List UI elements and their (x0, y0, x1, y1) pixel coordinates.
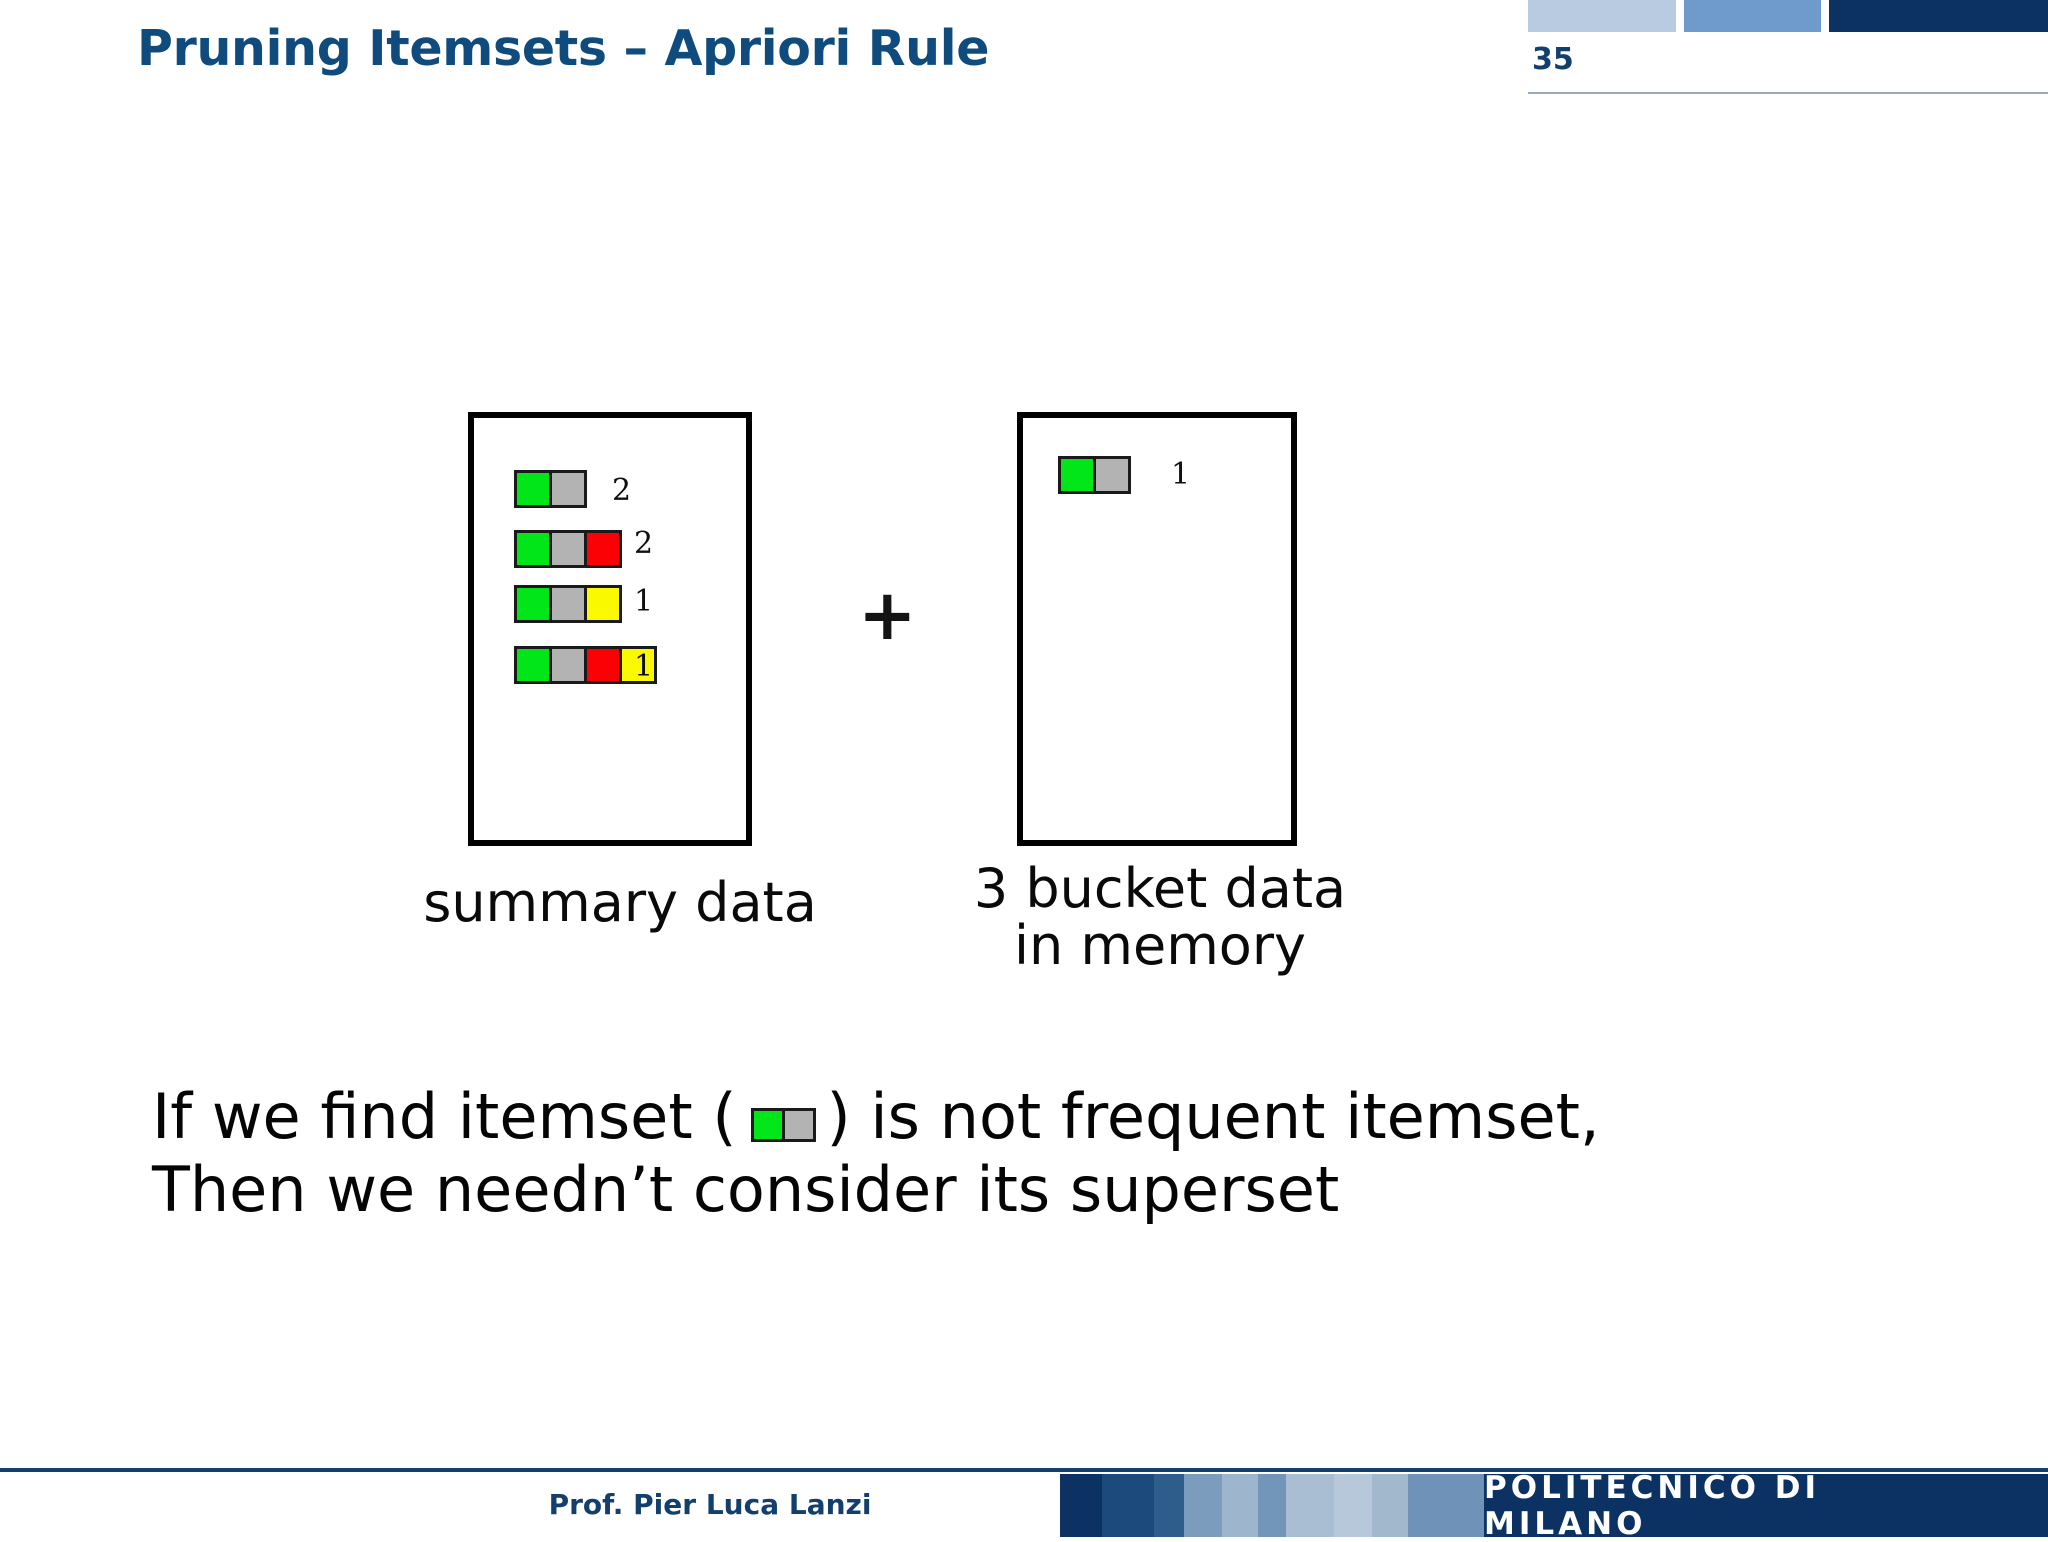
itemset-count: 1 (634, 649, 654, 684)
footer-stripe (1060, 1474, 1102, 1537)
itemset-cell-gray (1093, 456, 1131, 494)
summary-itemset-row (514, 585, 622, 623)
itemset-cell-gray (549, 530, 587, 568)
itemset-cell-yellow (619, 646, 657, 684)
body-line-1-part-2: ) is not frequent itemset, (826, 1080, 1600, 1153)
header-block-light (1528, 0, 1676, 32)
body-line-1-part-1: If we find itemset ( (152, 1080, 737, 1153)
bucket-caption-line-2: in memory (1013, 914, 1307, 978)
bucket-itemset-row (1058, 456, 1131, 494)
itemset-cell-gray (549, 470, 587, 508)
inline-itemset-icon (750, 1108, 816, 1142)
header-decoration-blocks (1528, 0, 2048, 32)
footer-stripe (1184, 1474, 1222, 1537)
itemset-cell-red (584, 530, 622, 568)
footer-stripe (1372, 1474, 1408, 1537)
footer-stripes (1060, 1474, 1484, 1537)
footer-stripe (1286, 1474, 1334, 1537)
bucket-data-panel: 1 (1017, 412, 1297, 846)
itemset-count: 2 (634, 526, 654, 561)
itemset-cell-green (514, 585, 552, 623)
footer-logo-text: POLITECNICO DI MILANO (1484, 1469, 1821, 1542)
footer-logo: POLITECNICO DI MILANO (1484, 1470, 2048, 1542)
footer-stripe (1102, 1474, 1154, 1537)
itemset-count: 2 (612, 473, 632, 508)
header-block-dark (1829, 0, 2048, 32)
itemset-cell-green (750, 1108, 785, 1142)
plus-operator-icon: + (858, 574, 917, 656)
footer-stripe (1154, 1474, 1184, 1537)
itemset-cell-green (514, 530, 552, 568)
footer-author-area: Prof. Pier Luca Lanzi (0, 1474, 1060, 1537)
page-number: 35 (1532, 42, 1574, 77)
footer-stripe (1258, 1474, 1286, 1537)
bucket-caption-line-1: 3 bucket data (973, 857, 1347, 920)
itemset-cell-gray (549, 585, 587, 623)
header-divider (1528, 92, 2048, 94)
summary-itemset-row (514, 470, 587, 508)
itemset-count: 1 (1171, 457, 1191, 492)
footer-author: Prof. Pier Luca Lanzi (548, 1488, 872, 1521)
footer-bar: Prof. Pier Luca Lanzi POLITECNICO DI MIL… (0, 1470, 2048, 1542)
itemset-blocks (514, 585, 622, 623)
summary-itemset-row (514, 530, 622, 568)
summary-itemset-row (514, 646, 657, 684)
footer-stripe (1222, 1474, 1258, 1537)
body-line-1: If we find itemset ( ) is not frequent it… (152, 1080, 1952, 1153)
itemset-cell-gray (781, 1108, 816, 1142)
footer-stripe (1334, 1474, 1372, 1537)
footer-stripe (1408, 1474, 1484, 1537)
itemset-blocks (514, 646, 657, 684)
itemset-cell-green (514, 646, 552, 684)
itemset-cell-green (514, 470, 552, 508)
itemset-cell-yellow (584, 585, 622, 623)
itemset-cell-red (584, 646, 622, 684)
itemset-blocks (1058, 456, 1131, 494)
itemset-cell-gray (549, 646, 587, 684)
itemset-count: 1 (634, 584, 654, 619)
itemset-blocks (514, 470, 587, 508)
body-line-2: Then we needn’t consider its superset (152, 1153, 1340, 1227)
header-block-medium (1683, 0, 1822, 32)
page-title: Pruning Itemsets – Apriori Rule (137, 20, 990, 77)
itemset-blocks (514, 530, 622, 568)
footer-divider (0, 1468, 2048, 1472)
summary-data-caption: summary data (423, 871, 817, 934)
itemset-cell-green (1058, 456, 1096, 494)
body-text: If we find itemset ( ) is not frequent it… (152, 1080, 1952, 1226)
